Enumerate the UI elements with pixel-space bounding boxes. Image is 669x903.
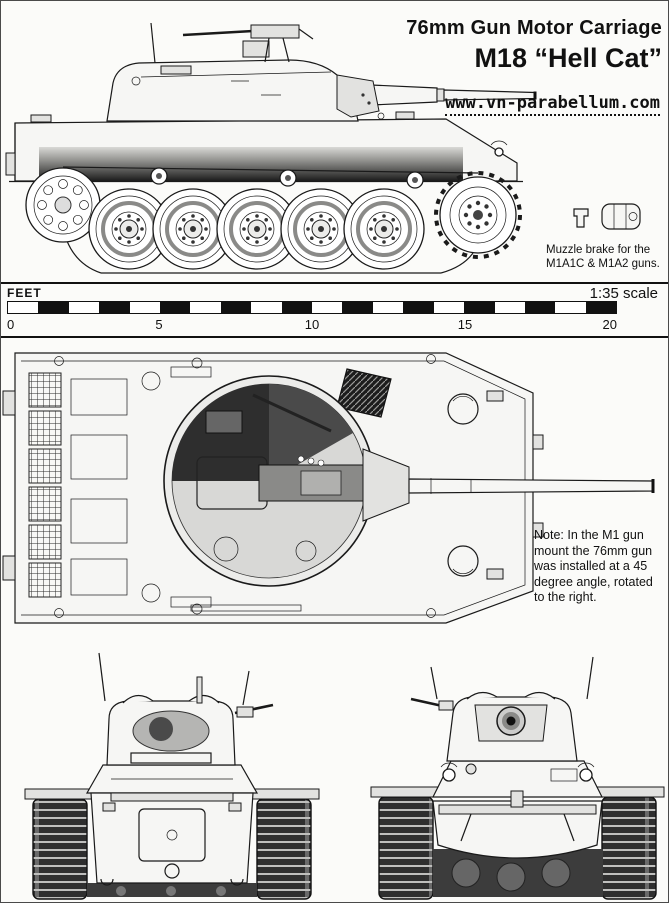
air-intake-grille (336, 368, 392, 418)
tick-label: 10 (304, 317, 320, 332)
title-block: 76mm Gun Motor Carriage M18 “Hell Cat” (406, 17, 662, 74)
front-view-drawing (370, 656, 665, 900)
turret-top (163, 375, 375, 587)
muzzle-brake-caption: Muzzle brake for the M1A1C & M1A2 guns. (546, 244, 660, 270)
scale-ratio-label: 1:35 scale (589, 285, 658, 302)
side-view-drawing (5, 22, 537, 274)
scale-bar-section: FEET 1:35 scale 0 5 10 15 20 (1, 282, 668, 338)
subtitle: 76mm Gun Motor Carriage (406, 17, 662, 39)
antennas-front (430, 656, 594, 700)
antenna (150, 22, 156, 64)
scale-unit-label: FEET (7, 286, 42, 300)
hull-rear (24, 764, 320, 886)
turret (106, 59, 380, 122)
hull (5, 111, 523, 183)
driver-hatches (447, 390, 504, 580)
scale-ticks: 0 5 10 15 20 (7, 317, 617, 335)
machine-gun-front (410, 697, 454, 711)
scale-bar (7, 301, 617, 314)
engine-grille (28, 372, 62, 598)
gun-barrel (370, 84, 537, 106)
machine-gun-rear (234, 703, 274, 718)
aa-machine-gun (182, 24, 314, 63)
hull-front (370, 760, 665, 859)
antennas-rear (98, 652, 250, 706)
track (62, 166, 479, 274)
gun-mount-note: Note: In the M1 gun mount the 76mm gun w… (534, 528, 653, 604)
suspension-rear (87, 883, 257, 897)
top-view-drawing (2, 352, 655, 624)
road-wheels (87, 187, 426, 271)
muzzle-brake-views (573, 203, 641, 230)
tick-label: 15 (457, 317, 473, 332)
tracks-front (378, 796, 657, 900)
tick-label: 0 (7, 317, 15, 332)
tracks-rear (32, 798, 312, 900)
deck-fittings (54, 354, 436, 618)
drive-sprocket (434, 171, 522, 259)
website-link[interactable]: www.vn-parabellum.com (445, 93, 660, 116)
gun-barrel-top (362, 448, 655, 522)
tick-label: 20 (602, 317, 617, 332)
turret-rear (106, 676, 236, 766)
muzzle-brake-detail-drawing (573, 203, 641, 230)
tick-label: 5 (155, 317, 163, 332)
page-title: M18 “Hell Cat” (474, 43, 662, 73)
rear-view-drawing (24, 652, 320, 900)
turret-front (446, 691, 578, 762)
